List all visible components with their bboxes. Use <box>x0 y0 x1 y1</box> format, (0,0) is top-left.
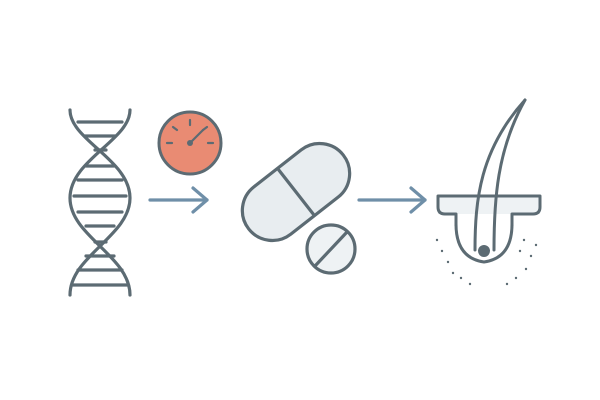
tablet-icon <box>305 223 357 275</box>
gauge-icon <box>157 110 223 176</box>
dna-helix-icon <box>68 108 132 297</box>
hair-follicle-icon <box>435 98 542 286</box>
arrow-right-icon <box>357 186 427 214</box>
capsule-icon <box>240 141 352 243</box>
arrow-right-icon <box>148 186 209 214</box>
